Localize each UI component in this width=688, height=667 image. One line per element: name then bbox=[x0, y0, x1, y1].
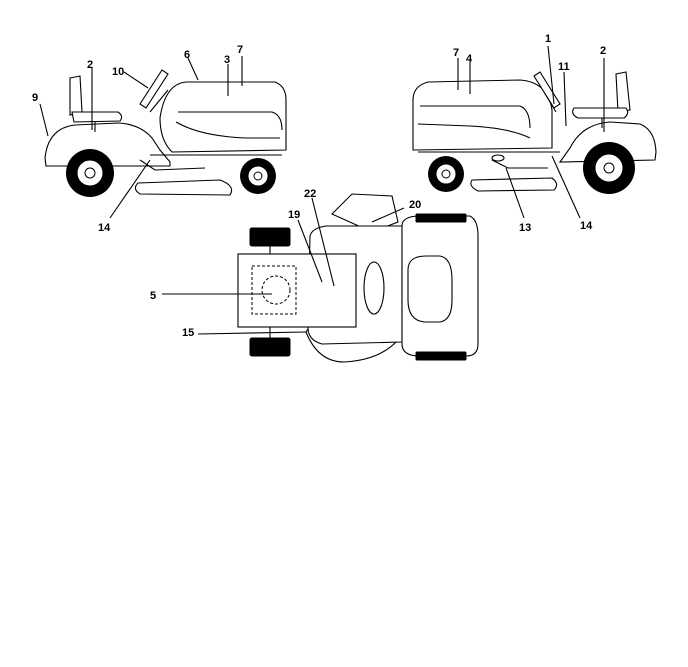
top-view-leaders bbox=[162, 197, 405, 335]
callout-9: 9 bbox=[32, 92, 38, 104]
right-view-leaders bbox=[457, 45, 605, 219]
callout-11: 11 bbox=[558, 61, 570, 73]
callout-5: 5 bbox=[150, 290, 156, 302]
callout-labels: 9 2 10 6 3 7 14 7 4 1 11 2 13 14 22 19 2… bbox=[32, 33, 606, 339]
callout-22: 22 bbox=[304, 188, 316, 200]
callout-10: 10 bbox=[112, 66, 124, 78]
callout-13: 13 bbox=[519, 222, 531, 234]
tractor-top-view bbox=[237, 193, 479, 363]
callout-1: 1 bbox=[545, 33, 551, 45]
callout-2: 2 bbox=[600, 45, 606, 57]
callout-3: 3 bbox=[224, 54, 230, 66]
callout-19: 19 bbox=[288, 209, 300, 221]
callout-7: 7 bbox=[453, 47, 459, 59]
callout-14: 14 bbox=[98, 222, 111, 234]
callout-7: 7 bbox=[237, 44, 243, 56]
callout-2: 2 bbox=[87, 59, 93, 71]
tractor-side-view-left bbox=[44, 69, 287, 197]
callout-6: 6 bbox=[184, 49, 190, 61]
callout-15: 15 bbox=[182, 327, 194, 339]
callout-20: 20 bbox=[409, 199, 421, 211]
callout-14: 14 bbox=[580, 220, 593, 232]
tractor-side-view-right bbox=[412, 71, 657, 194]
left-view-leaders bbox=[39, 56, 243, 219]
callout-4: 4 bbox=[466, 53, 473, 65]
